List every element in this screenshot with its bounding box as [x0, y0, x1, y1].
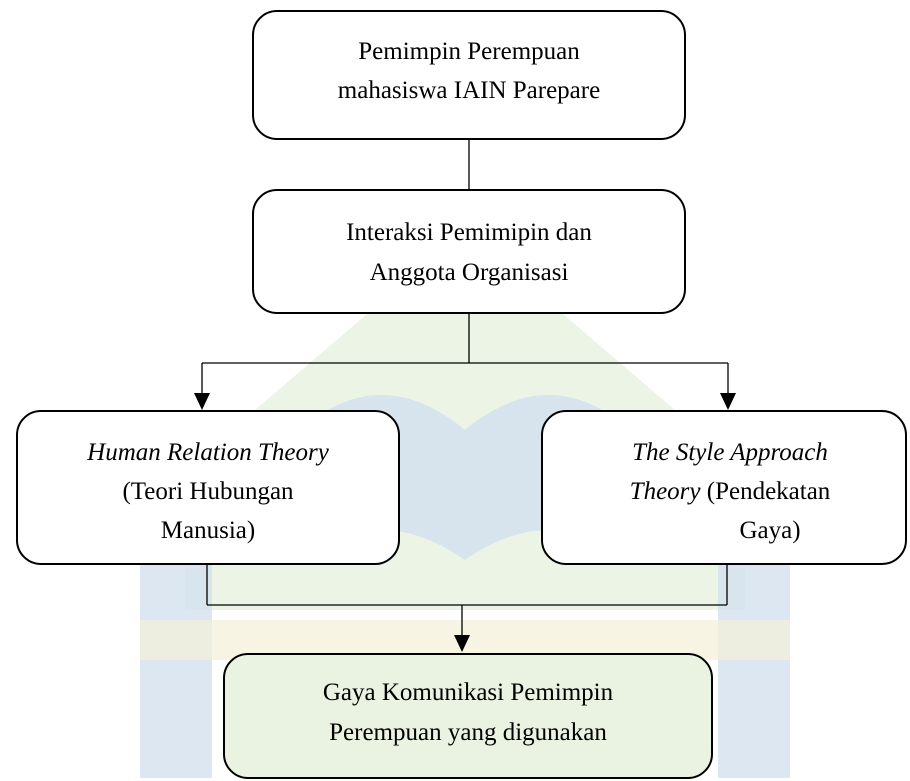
node-human-relation: Human Relation Theory (Teori Hubungan Ma…	[16, 410, 400, 565]
node-style-approach-line2-rest: (Pendekatan	[701, 478, 831, 505]
node-leader-box	[252, 10, 686, 140]
node-interaction-line1: Interaksi Pemimipin dan	[346, 219, 592, 246]
node-style-approach-line2: Theory (Pendekatan	[630, 478, 831, 505]
node-style-approach-box	[541, 410, 907, 565]
node-style-approach-line3: Gaya)	[739, 517, 800, 544]
node-style-approach: The Style Approach Theory (Pendekatan Ga…	[541, 410, 907, 565]
node-style-approach-line1: The Style Approach	[632, 439, 828, 466]
node-leader-line1: Pemimpin Perempuan	[358, 38, 580, 65]
node-human-relation-line3: Manusia)	[161, 517, 255, 544]
node-human-relation-line2: (Teori Hubungan	[122, 478, 294, 505]
arrowhead-result	[454, 635, 470, 652]
node-result-box	[223, 653, 713, 779]
node-style-approach-line2-italic: Theory	[630, 478, 702, 505]
node-interaction: Interaksi Pemimipin dan Anggota Organisa…	[252, 189, 686, 314]
node-result-line2: Perempuan yang digunakan	[329, 719, 607, 746]
node-human-relation-box	[16, 410, 400, 565]
node-result: Gaya Komunikasi Pemimpin Perempuan yang …	[223, 653, 713, 779]
arrowhead-human-relation	[194, 393, 210, 410]
node-leader: Pemimpin Perempuan mahasiswa IAIN Parepa…	[252, 10, 686, 140]
arrowhead-style-approach	[720, 393, 736, 410]
node-interaction-line2: Anggota Organisasi	[370, 259, 569, 286]
node-interaction-box	[252, 189, 686, 314]
node-leader-line2: mahasiswa IAIN Parepare	[338, 77, 600, 104]
node-human-relation-line1: Human Relation Theory	[86, 439, 330, 466]
node-result-line1: Gaya Komunikasi Pemimpin	[323, 679, 614, 706]
connectors	[194, 140, 736, 652]
